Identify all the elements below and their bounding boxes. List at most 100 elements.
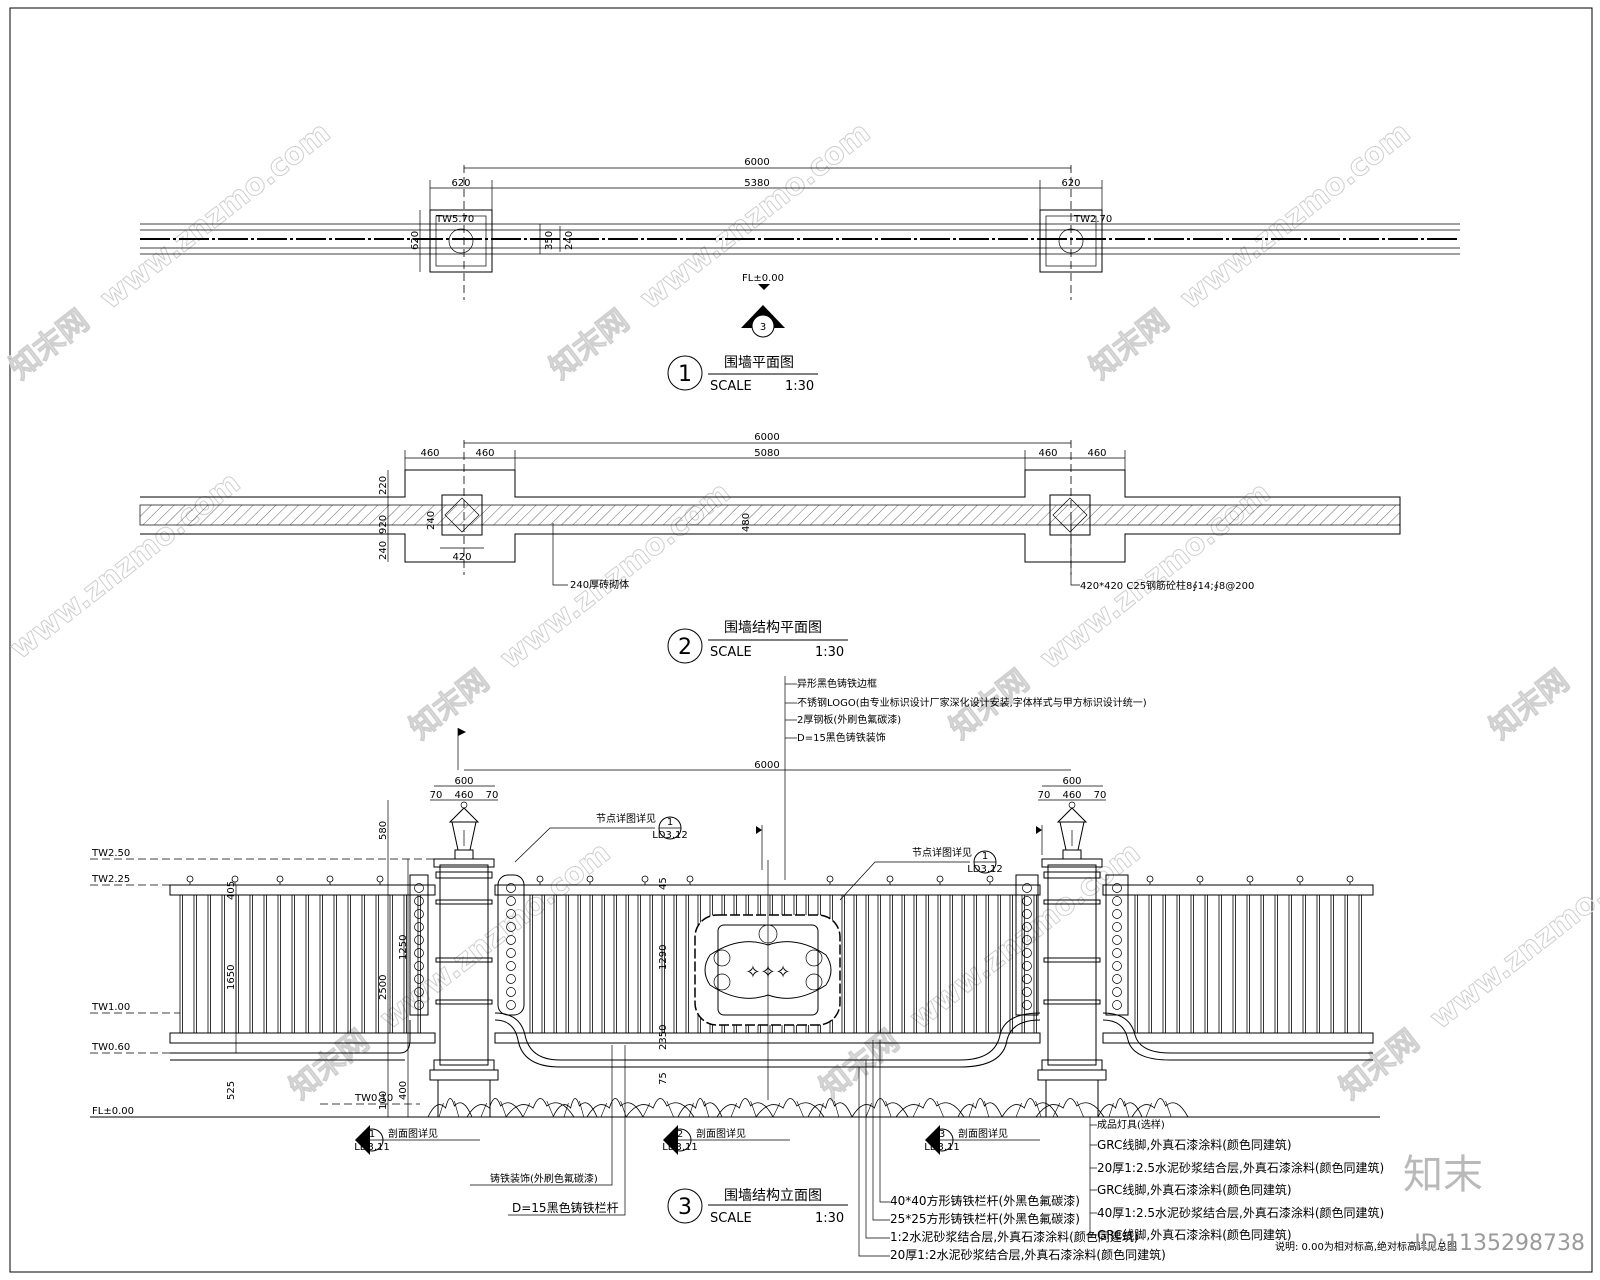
plan-title: 围墙平面图 [724, 355, 794, 371]
ornament-panel-left [409, 874, 525, 1016]
struct-scale-label: SCALE [710, 645, 752, 660]
level-tw250: TW2.50 [91, 848, 130, 859]
finial [686, 875, 694, 883]
pier-right [1037, 801, 1107, 1118]
svg-text:www.znzmo.com: www.znzmo.com [633, 115, 877, 316]
struct-dim-c: 460 [1038, 448, 1057, 459]
struct-view-number: 2 [678, 635, 692, 660]
ornament-ring [414, 935, 424, 945]
ornament-panel-right [1015, 874, 1129, 1016]
detail-callout-1: 节点详图详见 1 LD3.12 [514, 812, 688, 863]
section-marker-icon: 3 [741, 305, 785, 338]
svg-text:www.znzmo.com: www.znzmo.com [93, 115, 337, 316]
ornament-ring [414, 883, 424, 893]
shrub [552, 1098, 598, 1118]
shrub [505, 1098, 575, 1118]
ornament-ring [1022, 935, 1032, 945]
svg-text:知末网: 知末网 [813, 1023, 905, 1106]
svg-text:LD3.11: LD3.11 [354, 1142, 390, 1153]
id-label: ID:1135298738 [1414, 1231, 1585, 1256]
elev-mid-note-2: 25*25方形铸铁栏杆(外黑色氟碳漆) [890, 1211, 1080, 1226]
plan-dim-350: 350 [544, 231, 555, 250]
struct-dim-total: 6000 [754, 432, 779, 443]
finial [376, 875, 384, 883]
shrub [755, 1098, 825, 1118]
svg-text:3: 3 [760, 322, 766, 333]
elev-dim-b: 460 [454, 790, 473, 801]
ornament-ring [414, 896, 424, 906]
elev-dim-75: 75 [658, 1072, 669, 1085]
struct-dim-col: 420 [452, 552, 471, 563]
finial [886, 875, 894, 883]
elev-dim-pier-left: 600 [454, 776, 473, 787]
elev-view-number: 3 [678, 1195, 692, 1220]
struct-note-wall: 240厚砖砌体 [570, 578, 629, 591]
elev-top-note-2: 不锈钢LOGO(由专业标识设计厂家深化设计安装,字体样式与甲方标识设计统一) [797, 696, 1147, 709]
plan-dim-right: 620 [1061, 178, 1080, 189]
ornament-ring [414, 922, 424, 932]
level-marker-icon [758, 284, 770, 290]
elev-mid-note-4: 20厚1:2水泥砂浆结合层,外真石漆涂料(颜色同建筑) [890, 1247, 1166, 1262]
ornament-ring [506, 948, 516, 958]
ornament-ring [1112, 948, 1122, 958]
level-tw225: TW2.25 [91, 874, 130, 885]
section-mark-1: 1 LD3.11 剖面图详见 [354, 1125, 480, 1155]
svg-text:LD3.12: LD3.12 [967, 864, 1003, 875]
elev-scale-value: 1:30 [815, 1211, 844, 1226]
plan-dim-depth: 620 [410, 231, 421, 250]
plan-scale-value: 1:30 [785, 379, 814, 394]
svg-text:www.znzmo.com: www.znzmo.com [1423, 835, 1600, 1036]
elev-dim-100: 100 [378, 1091, 389, 1110]
svg-text:1: 1 [369, 1129, 375, 1140]
elev-dim-1650: 1650 [226, 965, 237, 990]
ornament-ring [506, 961, 516, 971]
struct-dim-h2: 240 [378, 541, 389, 560]
elev-mid-note-3: 1:2水泥砂浆结合层,外真石漆涂料(颜色同建筑) [890, 1229, 1139, 1244]
elev-dim-405: 405 [226, 881, 237, 900]
plan-tag-right: TW2.70 [1073, 214, 1112, 225]
finial [1346, 875, 1354, 883]
shrub [466, 1098, 524, 1118]
plan-scale-label: SCALE [710, 379, 752, 394]
ornament-ring [506, 883, 516, 893]
plan-view: 6000 620 5380 620 620 350 240 TW5.70 TW2… [140, 157, 1460, 394]
finial [1146, 875, 1154, 883]
ornament-ring [1022, 987, 1032, 997]
ornament-ring [1022, 1000, 1032, 1010]
elev-dim-400: 400 [398, 1081, 409, 1100]
elev-mid-note-1: 40*40方形铸铁栏杆(外黑色氟碳漆) [890, 1193, 1080, 1208]
ornament-ring [414, 1000, 424, 1010]
ornament-ring [506, 1000, 516, 1010]
finial [986, 875, 994, 883]
ornament-ring [1112, 935, 1122, 945]
elev-dim-pier-right: 600 [1062, 776, 1081, 787]
elev-dim-c: 70 [486, 790, 499, 801]
ornament-ring [506, 909, 516, 919]
ornament-ring [506, 935, 516, 945]
level-tw060: TW0.60 [91, 1042, 130, 1053]
elev-dim-e: 460 [1062, 790, 1081, 801]
elev-dim-2500: 2500 [378, 975, 389, 1000]
elev-title: 围墙结构立面图 [724, 1188, 822, 1204]
ornament-ring [1112, 1000, 1122, 1010]
struct-dim-h1: 220 [378, 476, 389, 495]
shrub [1097, 1098, 1143, 1118]
elev-right-note-3: 20厚1:2.5水泥砂浆结合层,外真石漆涂料(颜色同建筑) [1097, 1160, 1384, 1175]
struct-dim-b: 460 [475, 448, 494, 459]
flag-markers [457, 728, 1043, 870]
level-fl000: FL±0.00 [92, 1106, 134, 1117]
struct-scale-value: 1:30 [815, 645, 844, 660]
svg-text:LD3.11: LD3.11 [924, 1142, 960, 1153]
svg-text:剖面图详见: 剖面图详见 [696, 1127, 746, 1140]
elev-top-note-1: 异形黑色铸铁边框 [797, 677, 877, 690]
level-tw100: TW1.00 [91, 1002, 130, 1013]
elev-bottom-note-2: D=15黑色铸铁栏杆 [512, 1200, 619, 1215]
ornament-ring [1112, 987, 1122, 997]
plan-dim-left: 620 [451, 178, 470, 189]
elev-right-note-1: 成品灯具(选样) [1097, 1118, 1165, 1131]
shrub [957, 1098, 1003, 1118]
elev-remark: 说明: 0.00为相对标高,绝对标高详见总图 [1275, 1240, 1457, 1253]
elev-bottom-note-1: 铸铁装饰(外刷色氟碳漆) [490, 1172, 598, 1185]
finial [1246, 875, 1254, 883]
